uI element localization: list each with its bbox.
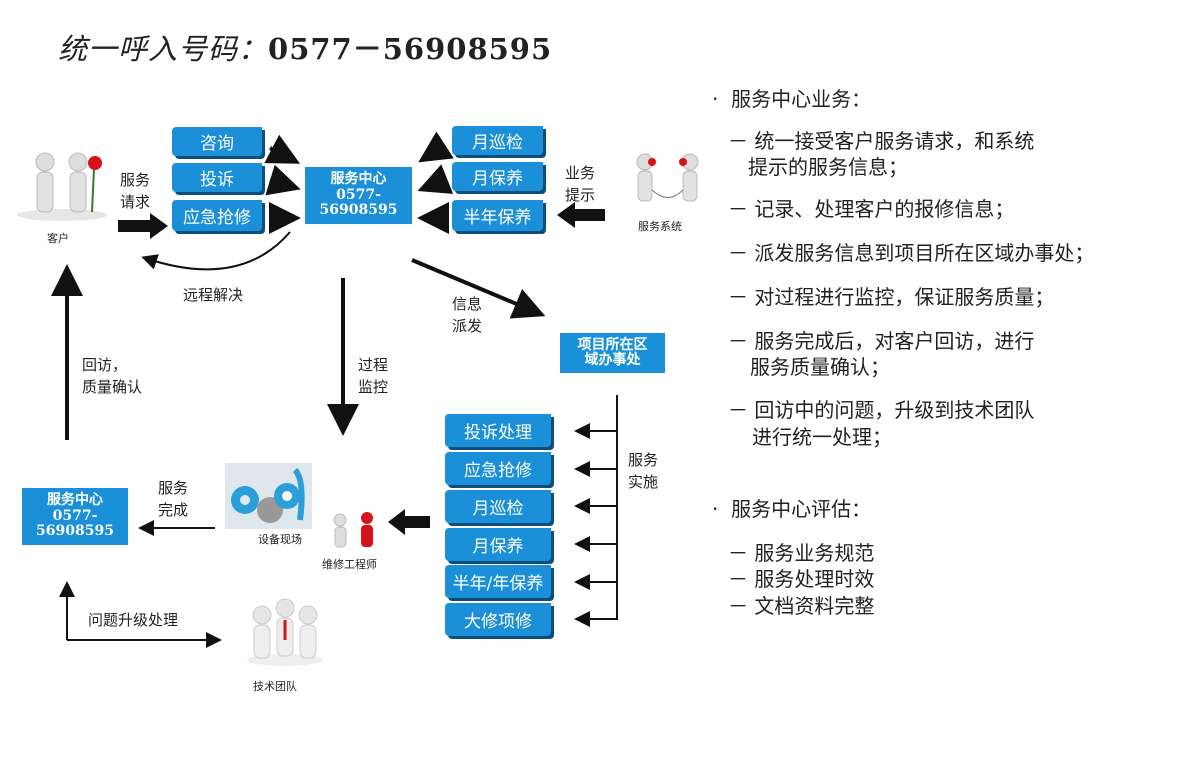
client-label: 客户 (47, 232, 69, 245)
text: 服务中心 (47, 492, 103, 509)
text: 质量确认 (82, 377, 143, 396)
revisit-label: 回访， 质量确认 (82, 355, 142, 399)
business-hint-label: 业务提示 (565, 163, 595, 207)
complaint-button[interactable]: 投诉 (172, 163, 262, 192)
text: 服务 (120, 171, 151, 189)
text: 0577- (52, 507, 98, 524)
text: 0577- (336, 186, 381, 203)
consult-button[interactable]: 咨询 (172, 127, 262, 156)
service-system-label: 服务系统 (638, 220, 682, 233)
business-item: － 记录、处理客户的报修信息； (728, 197, 1015, 221)
arrow-request (118, 213, 168, 239)
equipment-site-label: 设备现场 (258, 533, 302, 546)
hotline-title: 统一呼入号码：0577－56908595 (58, 26, 552, 68)
text: 56908595 (319, 202, 398, 219)
monthly-inspection-button[interactable]: 月巡检 (452, 126, 543, 155)
monthly-inspection-service-button[interactable]: 月巡检 (445, 490, 551, 523)
business-item-cont: 进行统一处理； (752, 425, 892, 449)
tech-team-label: 技术团队 (253, 680, 297, 693)
arrow-dispatch (411, 258, 546, 319)
business-item-cont: 提示的服务信息； (748, 155, 908, 179)
text: 监控 (358, 377, 389, 396)
arrow-inspect (418, 131, 454, 163)
business-item: － 对过程进行监控，保证服务质量； (728, 285, 1055, 309)
client-figure-icon (17, 152, 107, 221)
emergency-repair-button[interactable]: 应急抢修 (172, 200, 262, 231)
text: 完成 (158, 500, 189, 519)
arrow-to-engineer (388, 509, 430, 535)
business-item: － 服务完成后，对客户回访，进行 (728, 329, 1035, 353)
emergency-repair-service-button[interactable]: 应急抢修 (445, 452, 551, 485)
regional-office-box[interactable]: 项目所在区域办事处 (560, 333, 665, 373)
arrow-maintain (417, 164, 454, 194)
evaluation-item: － 服务处理时效 (728, 567, 875, 591)
arrow-hint (557, 202, 605, 228)
hotline-label: 统一呼入号码： (58, 32, 269, 66)
text: 信息 (452, 295, 483, 313)
business-item: － 派发服务信息到项目所在区域办事处； (728, 241, 1095, 265)
text: 服务 (628, 451, 659, 469)
text: 派发 (452, 316, 483, 335)
evaluation-item: － 文档资料完整 (728, 594, 875, 618)
arrow-remote (141, 231, 291, 271)
text: 服务中心 (330, 171, 387, 188)
escalate-label: 问题升级处理 (88, 611, 179, 629)
text: 业务 (565, 164, 596, 182)
arrows (51, 131, 546, 440)
evaluation-item: － 服务业务规范 (728, 541, 875, 565)
service-system-figure-icon (636, 153, 699, 202)
business-item-cont: 服务质量确认； (750, 355, 890, 379)
equipment-gears-icon (225, 463, 312, 529)
dispatch-label: 信息派发 (452, 294, 482, 338)
overhaul-button[interactable]: 大修项修 (445, 603, 551, 636)
business-item: － 回访中的问题，升级到技术团队 (728, 398, 1035, 422)
service-implement-label: 服务实施 (628, 450, 658, 494)
text: 服务 (158, 479, 189, 497)
evaluation-heading: · 服务中心评估： (712, 497, 872, 521)
tech-team-figure-icon (247, 598, 323, 666)
engineer-figure-icon (333, 512, 373, 548)
text: 回访， (82, 356, 128, 374)
monthly-maintenance-button[interactable]: 月保养 (452, 162, 543, 191)
text: 项目所在区 (577, 336, 648, 353)
monthly-maintenance-service-button[interactable]: 月保养 (445, 528, 551, 561)
half-year-maintenance-button[interactable]: 半年保养 (452, 200, 543, 231)
text: 域办事处 (584, 352, 641, 368)
service-done-label: 服务完成 (158, 478, 188, 522)
text: 服务中心业务： (731, 87, 872, 111)
service-request-label: 服务请求 (120, 170, 150, 214)
remote-resolve-label: 远程解决 (183, 286, 244, 304)
text: 请求 (120, 192, 151, 211)
complaint-handling-button[interactable]: 投诉处理 (445, 414, 551, 447)
text: 提示 (565, 185, 596, 204)
hotline-number: 0577－56908595 (268, 32, 553, 66)
business-heading: · 服务中心业务： (712, 87, 872, 111)
business-item: － 统一接受客户服务请求，和系统 (728, 129, 1035, 153)
process-monitor-label: 过程监控 (358, 355, 388, 399)
text: 服务中心评估： (731, 497, 872, 521)
half-year-annual-maintenance-button[interactable]: 半年/年保养 (445, 565, 551, 598)
arrow-consult (264, 134, 301, 164)
engineer-label: 维修工程师 (322, 558, 377, 571)
text: 过程 (358, 356, 389, 374)
text: 56908595 (36, 523, 114, 540)
arrow-complaint (265, 164, 301, 196)
text: 实施 (628, 472, 659, 491)
